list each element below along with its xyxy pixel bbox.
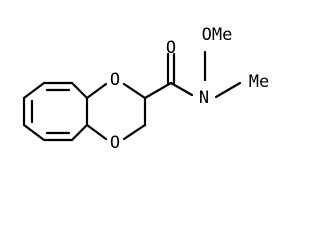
ring-bond — [122, 123, 147, 141]
molecule-structure-diagram: O O O N OMe Me — [22, 25, 269, 153]
ring-bond — [85, 82, 108, 100]
ring-bond — [85, 123, 108, 141]
n-methyl-group-label: Me — [249, 72, 269, 92]
carbonyl-oxygen-label: O — [166, 38, 176, 58]
ring-bond — [122, 82, 147, 100]
dioxane-ring — [85, 82, 147, 141]
weinreb-amide-group — [143, 50, 242, 100]
benzene-bond — [70, 81, 89, 100]
c-n-bond — [169, 81, 194, 97]
methoxy-group-label: OMe — [202, 25, 233, 45]
benzene-bond — [70, 123, 89, 142]
amide-nitrogen-label: N — [199, 88, 209, 108]
c-c-bond — [143, 81, 173, 100]
benzene-bond — [22, 81, 46, 100]
ring-oxygen-top-label: O — [110, 70, 120, 90]
n-methyl-bond — [214, 81, 242, 99]
benzene-ring — [22, 81, 89, 142]
benzene-bond — [22, 123, 46, 142]
ring-oxygen-bottom-label: O — [110, 133, 120, 153]
